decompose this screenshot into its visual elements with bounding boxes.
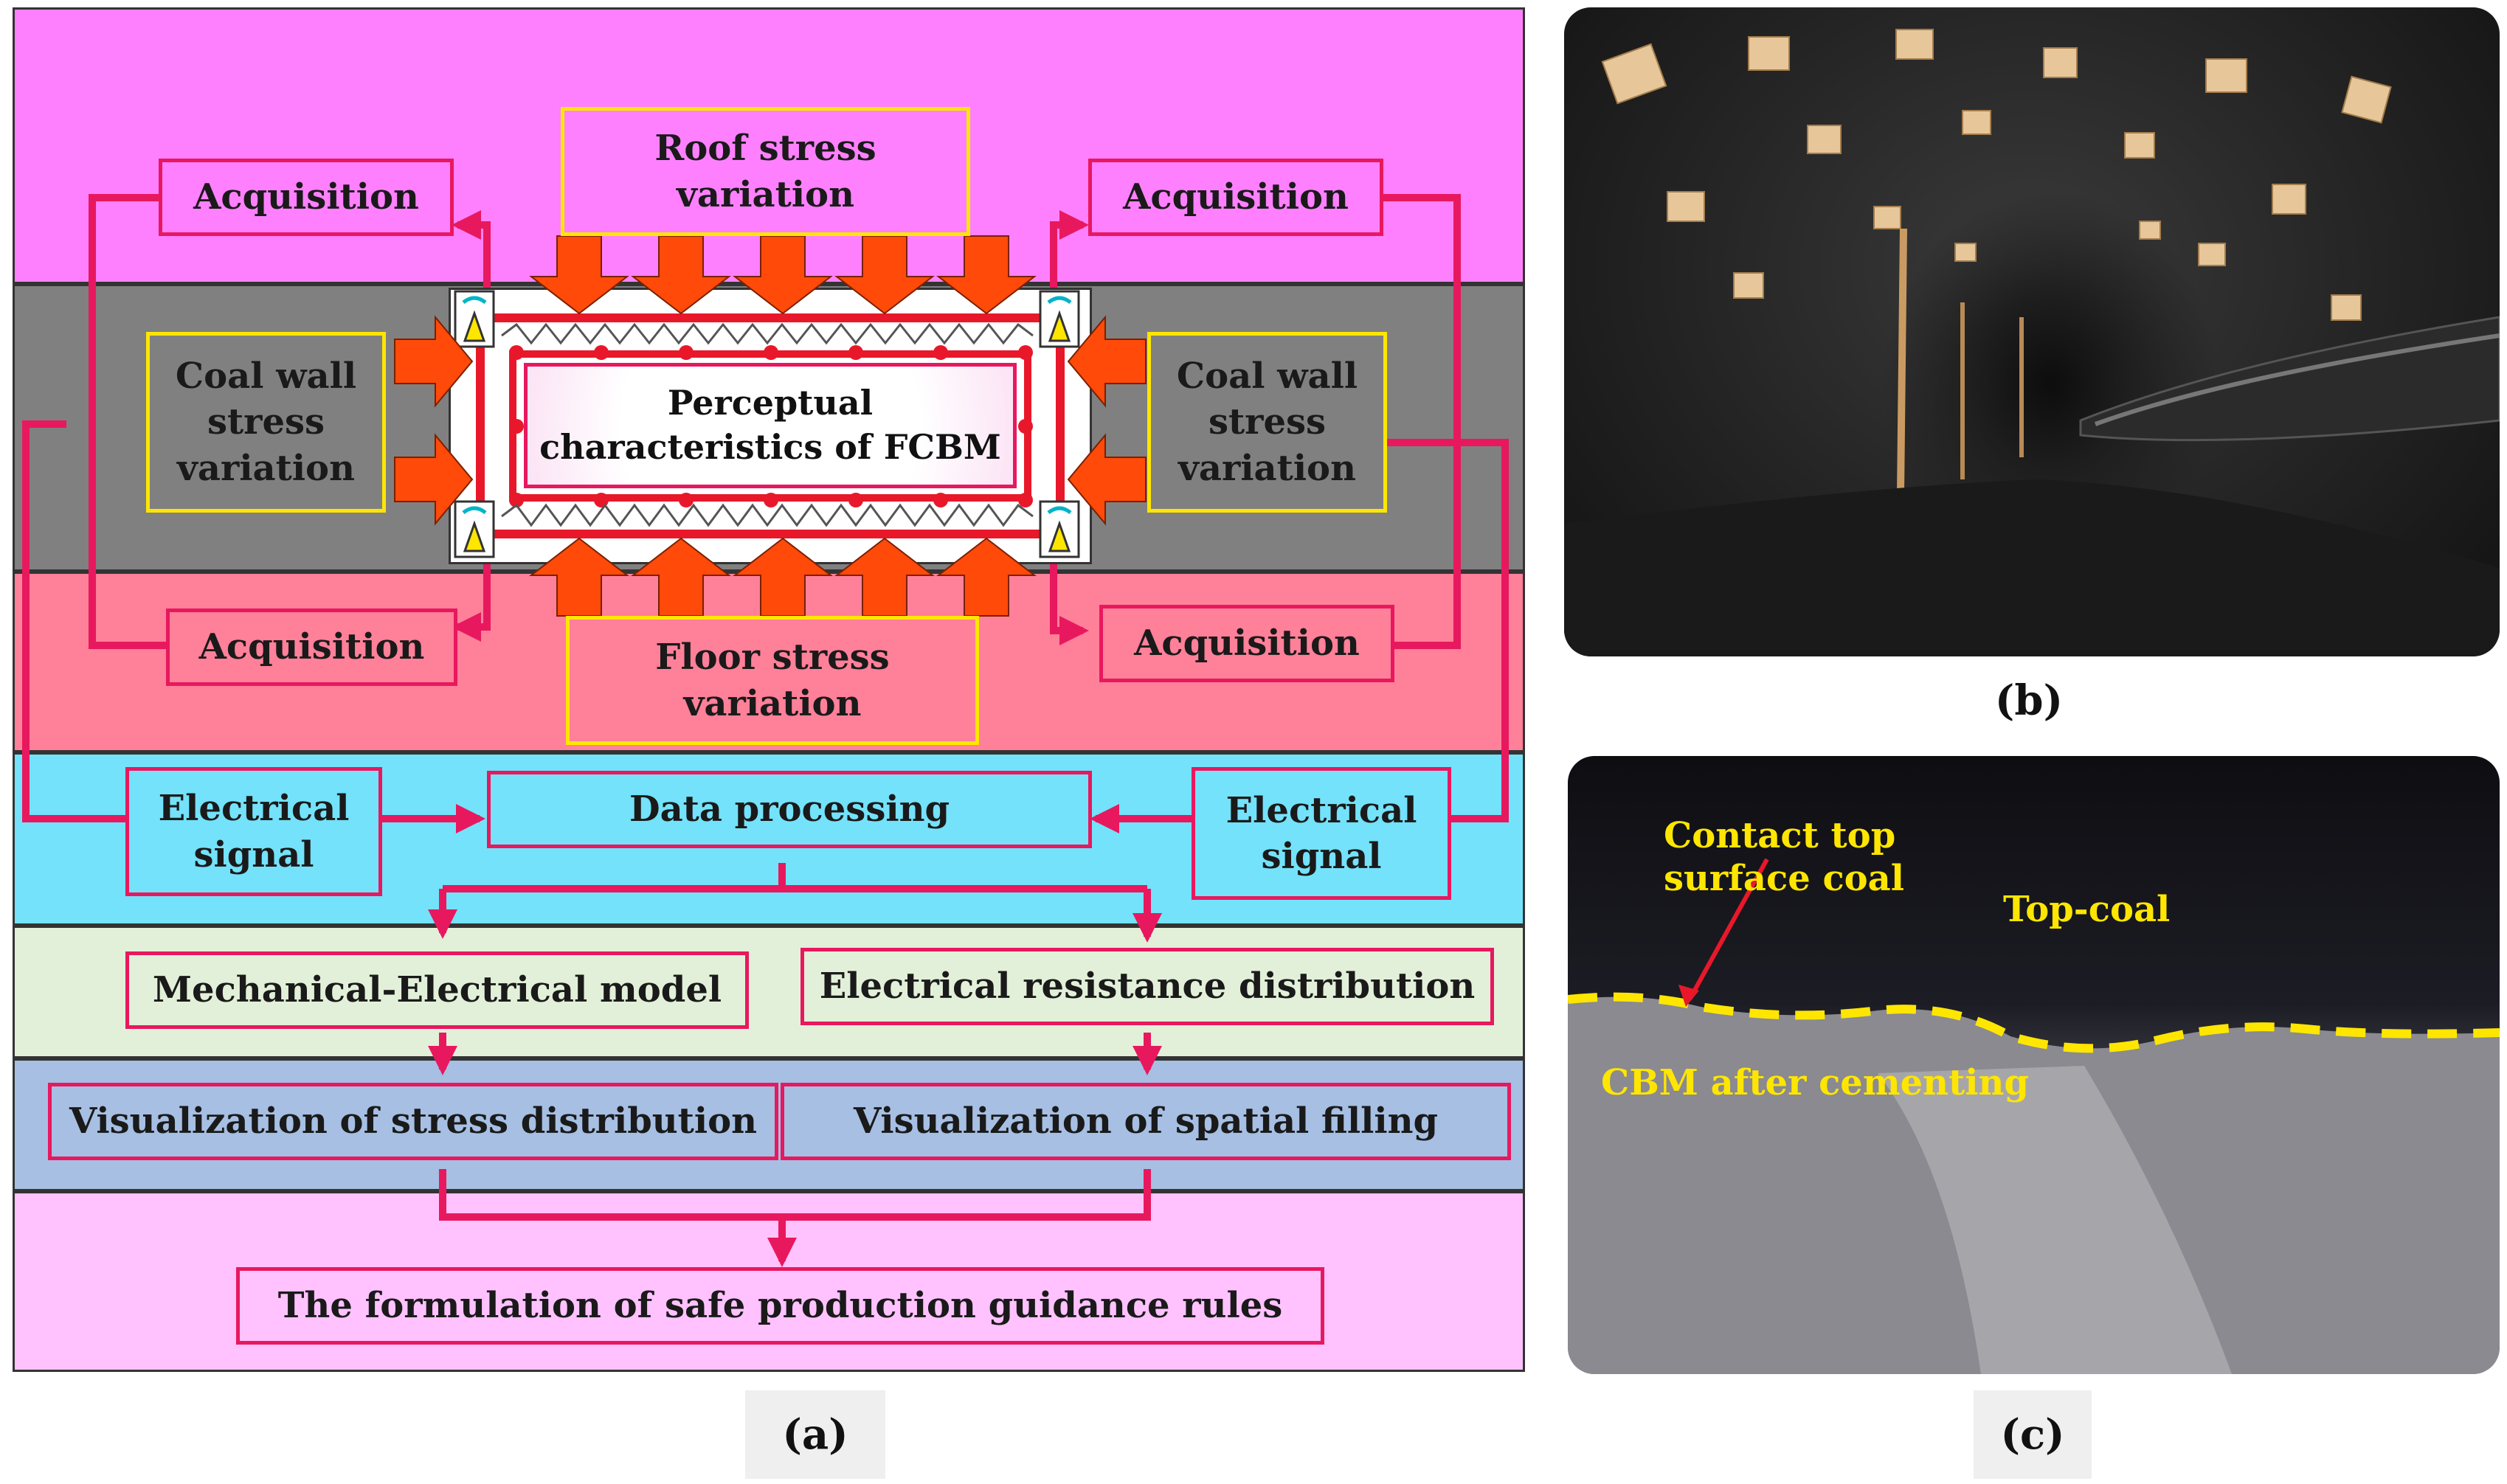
coal-section-illustration — [1568, 858, 2500, 1374]
label-top-coal: Top-coal — [2003, 889, 2171, 930]
photo-top-coal-section: Contact top surface coal Top-coal CBM af… — [1568, 756, 2500, 1374]
acquisition-bottom-left: Acquisition — [166, 608, 457, 686]
tunnel-illustration — [1564, 29, 2500, 656]
caption-b: (b) — [1970, 660, 2088, 741]
acquisition-top-left: Acquisition — [159, 159, 454, 236]
electrical-signal-left: Electrical signal — [125, 767, 382, 896]
electrical-resistance-distribution-box: Electrical resistance distribution — [800, 948, 1494, 1025]
label-contact-top-surface-coal: Contact top surface coal — [1664, 815, 1905, 899]
label-cbm-after-cementing: CBM after cementing — [1601, 1062, 2029, 1103]
fcbm-outer-red-ring — [476, 313, 1065, 538]
visualization-filling-box: Visualization of spatial filling — [781, 1083, 1511, 1160]
visualization-stress-box: Visualization of stress distribution — [48, 1083, 778, 1160]
roof-stress-box: Roof stress variation — [561, 107, 970, 236]
caption-a: (a) — [745, 1390, 885, 1479]
perceptual-characteristics-box: Perceptual characteristics of FCBM — [524, 363, 1017, 488]
coal-wall-left-box: Coal wall stress variation — [146, 332, 386, 513]
caption-c: (c) — [1974, 1390, 2092, 1479]
data-processing-box: Data processing — [487, 771, 1092, 848]
safe-production-rules-box: The formulation of safe production guida… — [236, 1267, 1324, 1345]
coal-wall-right-box: Coal wall stress variation — [1147, 332, 1387, 513]
photo-roadway-tunnel — [1564, 7, 2500, 656]
acquisition-bottom-right: Acquisition — [1099, 605, 1394, 682]
electrical-signal-right: Electrical signal — [1192, 767, 1451, 900]
floor-stress-box: Floor stress variation — [566, 616, 979, 745]
acquisition-top-right: Acquisition — [1088, 159, 1383, 236]
mechanical-electrical-model-box: Mechanical-Electrical model — [125, 951, 749, 1029]
